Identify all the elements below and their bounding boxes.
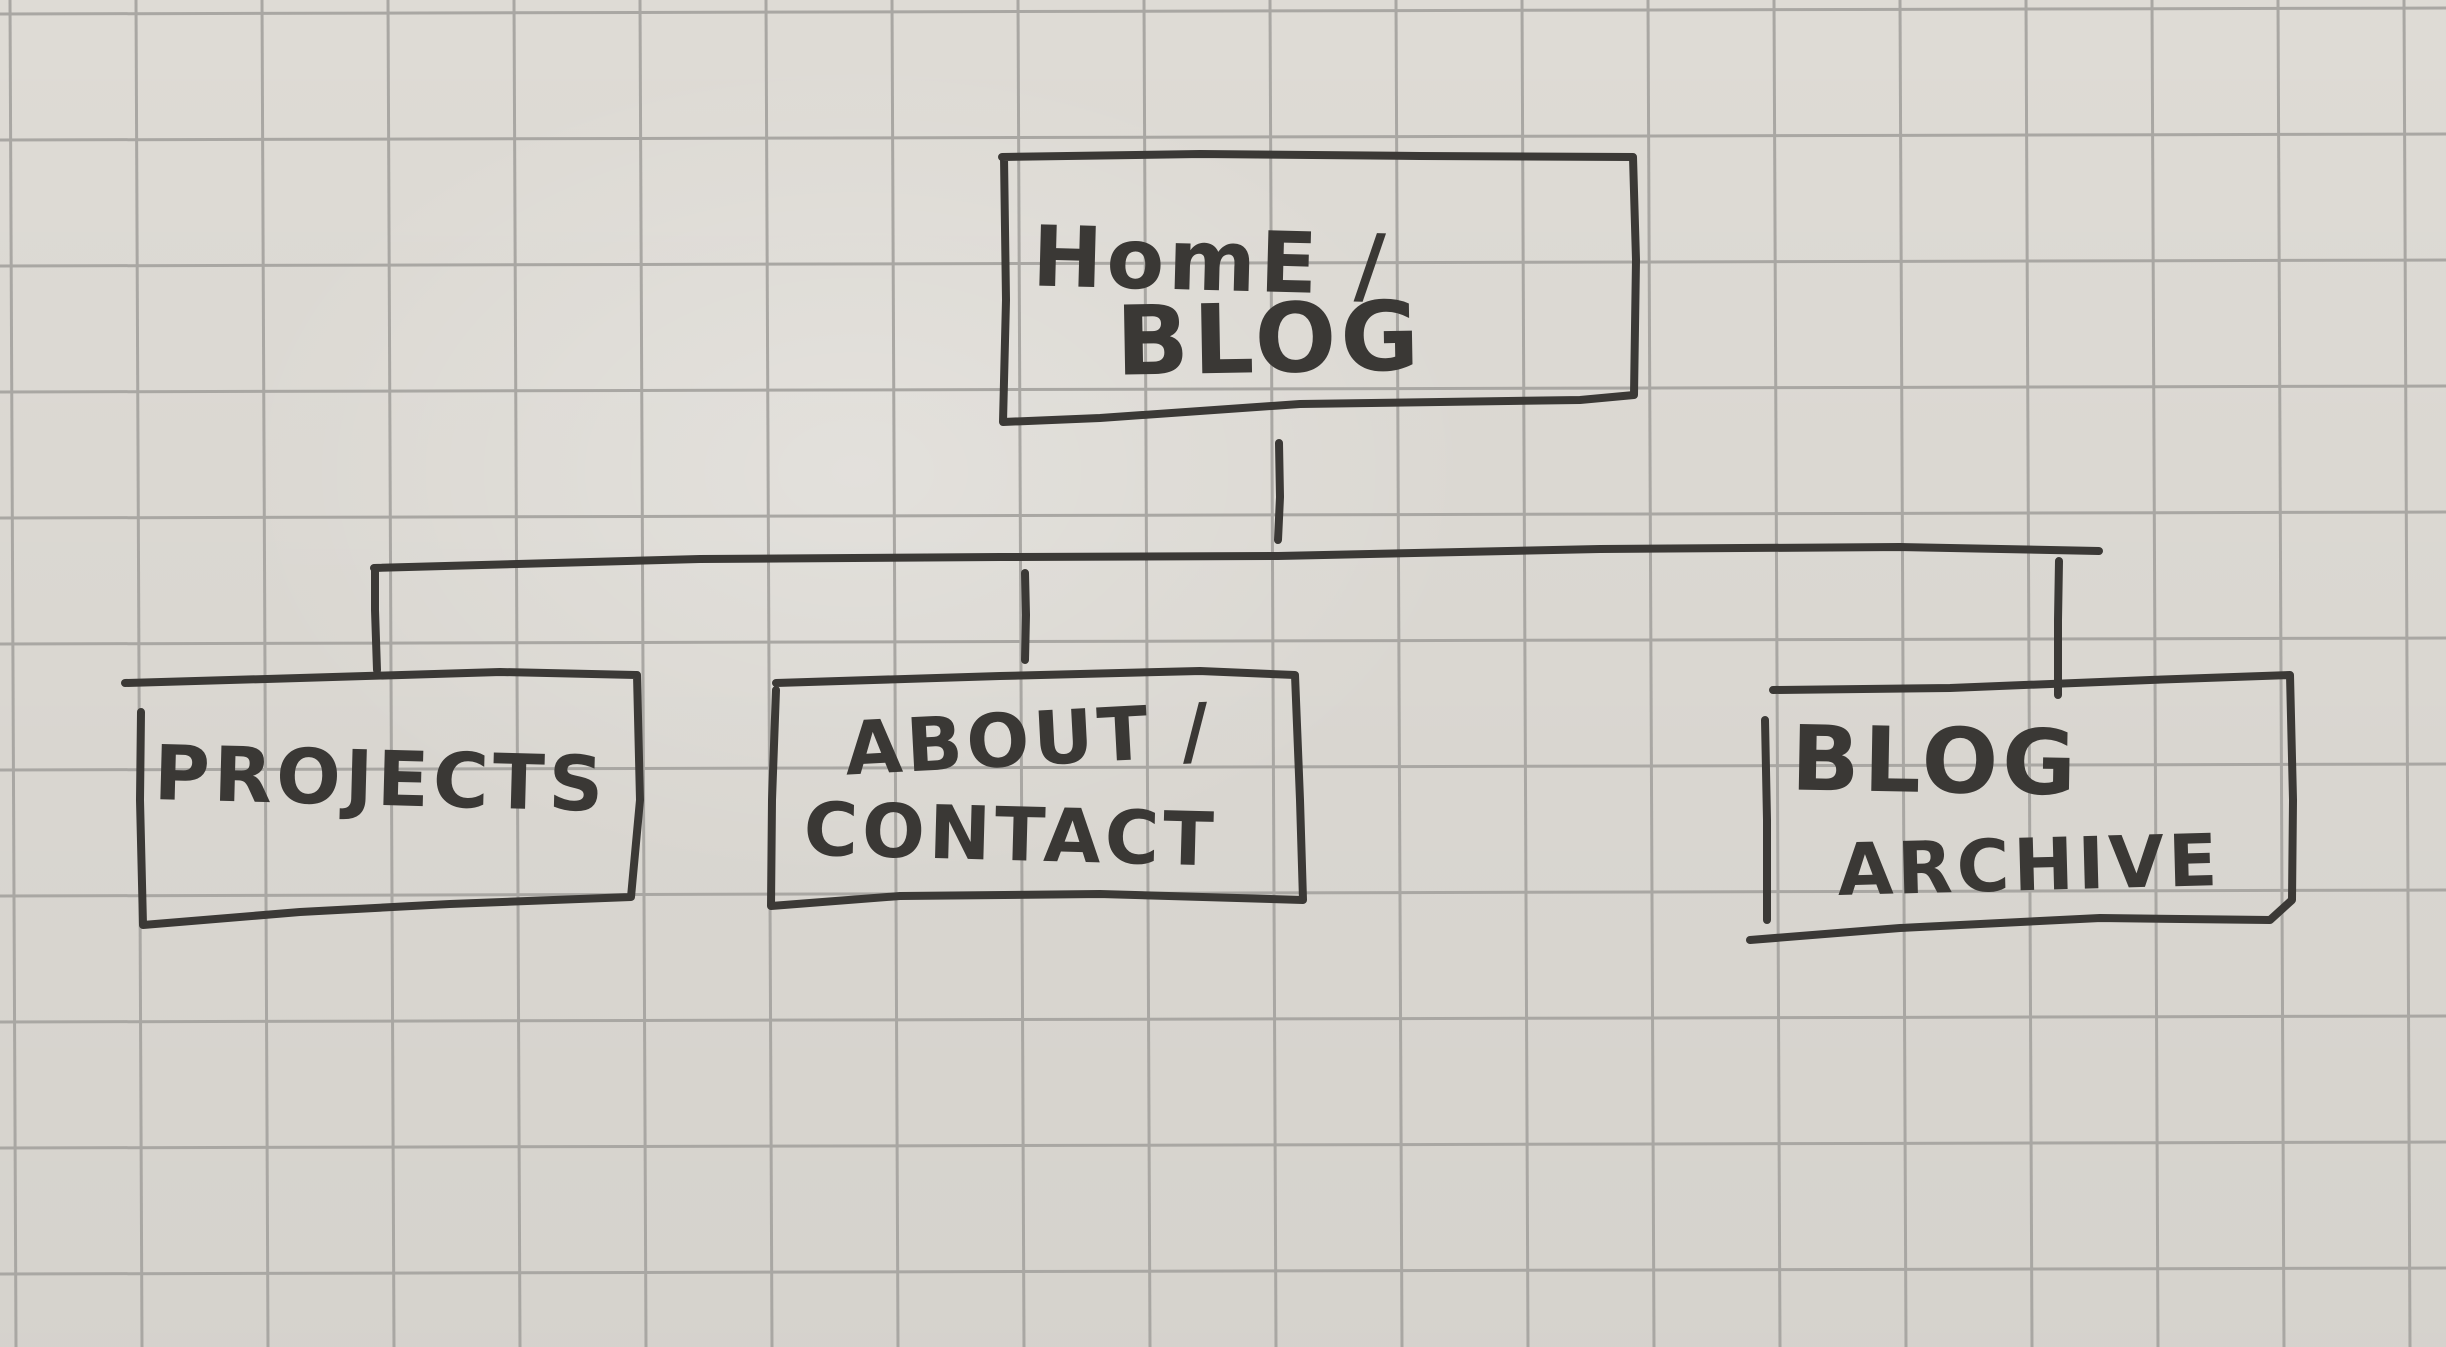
node-projects: PROJECTS <box>121 668 644 929</box>
grid-line-vertical <box>1394 0 1404 1347</box>
grid-line-horizontal <box>0 1140 2446 1150</box>
grid-line-horizontal <box>0 510 2446 520</box>
connector-projects-drop <box>371 564 381 674</box>
node-box <box>1746 671 2297 944</box>
node-blog-archive: BLOG ARCHIVE <box>1746 671 2297 944</box>
connector-about-drop <box>1021 569 1030 664</box>
grid-line-horizontal <box>0 1014 2446 1024</box>
grid-line-vertical <box>2024 0 2034 1347</box>
node-box <box>998 150 1640 426</box>
grid-line-vertical <box>134 0 144 1347</box>
connector-blog-archive-drop <box>2054 557 2063 699</box>
grid-line-horizontal <box>0 384 2446 394</box>
node-label-line1: PROJECTS <box>153 728 609 829</box>
node-box <box>767 667 1307 910</box>
grid-line-vertical <box>764 0 774 1347</box>
grid-line-vertical <box>890 0 900 1347</box>
grid-line-horizontal <box>0 132 2446 142</box>
node-about-contact: ABOUT / CONTACT <box>767 667 1307 910</box>
node-label-line2: BLOG <box>1115 280 1424 397</box>
grid-line-vertical <box>2402 0 2412 1347</box>
node-label-line2: CONTACT <box>803 787 1219 884</box>
connector-root-down <box>1274 439 1284 544</box>
connectors <box>370 439 2103 699</box>
grid-line-horizontal <box>0 1266 2446 1276</box>
grid-line-vertical <box>638 0 648 1347</box>
grid-line-horizontal <box>0 6 2446 16</box>
grid-line-vertical <box>2150 0 2160 1347</box>
grid-line-horizontal <box>0 888 2446 898</box>
node-home-blog: HomE / BLOG <box>998 150 1640 426</box>
node-box <box>121 668 644 929</box>
node-label-line1: BLOG <box>1790 706 2081 816</box>
grid-line-vertical <box>1646 0 1656 1347</box>
connector-horizontal-bar <box>370 543 2103 572</box>
grid-line-horizontal <box>0 762 2446 772</box>
grid-line-vertical <box>260 0 270 1347</box>
node-label-line1: ABOUT / <box>843 687 1215 792</box>
grid-line-vertical <box>1772 0 1782 1347</box>
grid-line-horizontal <box>0 636 2446 646</box>
node-label-line2: ARCHIVE <box>1836 818 2222 912</box>
grid-line-vertical <box>1898 0 1908 1347</box>
grid-line-vertical <box>8 0 18 1347</box>
grid-line-horizontal <box>0 258 2446 268</box>
grid-line-vertical <box>1520 0 1530 1347</box>
node-label-line1: HomE / <box>1031 207 1390 314</box>
